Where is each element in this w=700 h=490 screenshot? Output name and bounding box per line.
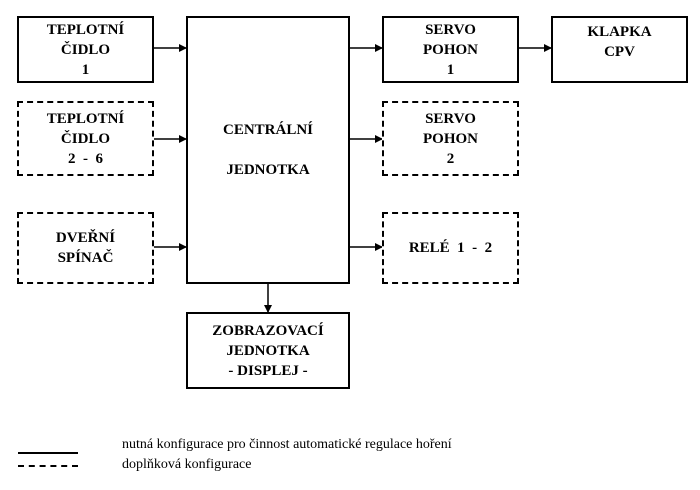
block-relay-1-2: RELÉ 1 - 2 <box>382 212 519 284</box>
block-servo-1-line-3: 1 <box>446 61 455 78</box>
block-temp-sensor-1-line-3: 1 <box>81 61 90 78</box>
block-central-unit-line-2 <box>266 140 270 160</box>
block-servo-1: SERVO POHON 1 <box>382 16 519 83</box>
block-door-switch: DVEŘNÍ SPÍNAČ <box>17 212 154 284</box>
block-temp-sensor-1-line-2: ČIDLO <box>60 41 111 58</box>
block-door-switch-line-2: SPÍNAČ <box>57 250 114 266</box>
block-central-unit-line-3: JEDNOTKA <box>226 162 310 178</box>
block-flap-cpv-line-2: CPV <box>604 44 635 60</box>
legend-dashed-line <box>18 465 78 467</box>
block-display-unit: ZOBRAZOVACÍ JEDNOTKA - DISPLEJ - <box>186 312 350 389</box>
block-servo-1-line-1: SERVO <box>425 21 476 38</box>
legend-solid-line <box>18 452 78 454</box>
block-central-unit-line-1: CENTRÁLNÍ <box>222 122 313 138</box>
block-temp-sensor-2-6-line-3: 2 - 6 <box>68 150 103 167</box>
block-servo-2: SERVO POHON 2 <box>382 101 519 176</box>
block-flap-cpv-line-1: KLAPKA <box>587 24 652 40</box>
block-display-unit-line-3: - DISPLEJ - <box>228 362 308 379</box>
block-servo-2-line-2: POHON <box>423 130 478 147</box>
block-temp-sensor-2-6-line-1: TEPLOTNÍ <box>46 110 125 127</box>
block-relay-1-2-line-1: RELÉ 1 - 2 <box>408 240 493 256</box>
block-servo-2-line-3: 2 <box>446 150 455 167</box>
legend-required-label: nutná konfigurace pro činnost automatick… <box>122 437 452 452</box>
block-servo-2-line-1: SERVO <box>425 110 476 127</box>
block-temp-sensor-1: TEPLOTNÍ ČIDLO 1 <box>17 16 154 83</box>
block-flap-cpv: KLAPKA CPV <box>551 16 688 83</box>
block-central-unit: CENTRÁLNÍ JEDNOTKA <box>186 16 350 284</box>
block-door-switch-line-1: DVEŘNÍ <box>55 230 116 246</box>
block-temp-sensor-1-line-1: TEPLOTNÍ <box>46 21 125 38</box>
block-display-unit-line-1: ZOBRAZOVACÍ <box>212 322 324 339</box>
block-temp-sensor-2-6-line-2: ČIDLO <box>60 130 111 147</box>
block-temp-sensor-2-6: TEPLOTNÍ ČIDLO 2 - 6 <box>17 101 154 176</box>
block-servo-1-line-2: POHON <box>423 41 478 58</box>
block-display-unit-line-2: JEDNOTKA <box>226 342 310 359</box>
legend-optional-label: doplňková konfigurace <box>122 457 252 472</box>
